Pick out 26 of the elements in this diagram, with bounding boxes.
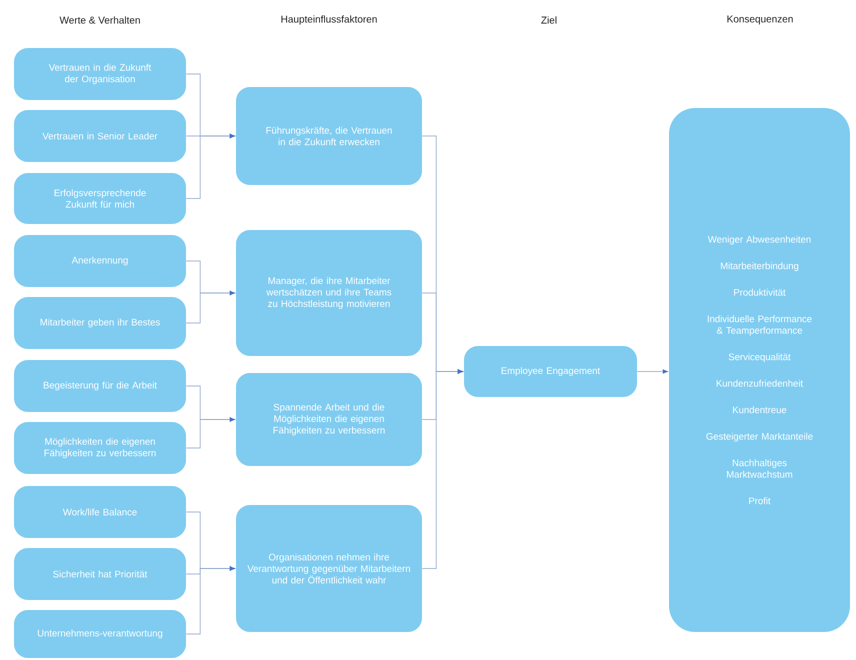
arrow (636, 369, 668, 374)
column-heading: Haupteinflussfaktoren (281, 15, 377, 25)
arrow (422, 369, 463, 569)
process-box: Führungskräfte, die Vertrauen in die Zukunft erwecken (236, 87, 422, 185)
arrow (186, 290, 235, 324)
process-box: Sicherheit hat Priorität (14, 548, 186, 600)
process-box: Employee Engagement (464, 346, 637, 397)
consequences-box: Weniger Abwesenheiten Mitarbeiterbindung Produktivität Individuelle Performance & Teamperformance Servicequalität Kundenzufriedenheit Kundentreue Gesteigerter Marktanteile Nachhaltiges Marktwachstum Profit (669, 108, 850, 632)
process-box: Manager, die ihre Mitarbeiter wertschätzen und ihre Teams zu Höchstleistung motivieren (236, 230, 422, 356)
column-heading: Ziel (541, 16, 556, 24)
arrow (186, 134, 235, 199)
process-box: Vertrauen in Senior Leader (14, 110, 186, 162)
column-heading: Werte & Verhalten (60, 16, 140, 24)
process-box: Organisationen nehmen ihre Verantwortung gegenüber Mitarbeitern und der Öffentlichkeit wahr (236, 505, 422, 632)
process-box: Mitarbeiter geben ihr Bestes (14, 297, 186, 349)
arrow (186, 566, 235, 634)
process-box: Anerkennung (14, 235, 186, 287)
process-box: Erfolgsversprechende Zukunft für mich (14, 173, 186, 224)
process-box: Möglichkeiten die eigenen Fähigkeiten zu verbessern (14, 422, 186, 474)
process-box: Unternehmens-verantwortung (14, 610, 186, 658)
process-box: Vertrauen in die Zukunft der Organisation (14, 48, 186, 100)
arrow (186, 417, 235, 448)
column-heading: Konsequenzen (727, 16, 793, 24)
process-box: Work/life Balance (14, 486, 186, 538)
process-box: Spannende Arbeit und die Möglichkeiten die eigenen Fähigkeiten zu verbessern (236, 373, 422, 466)
process-box: Begeisterung für die Arbeit (14, 360, 186, 412)
